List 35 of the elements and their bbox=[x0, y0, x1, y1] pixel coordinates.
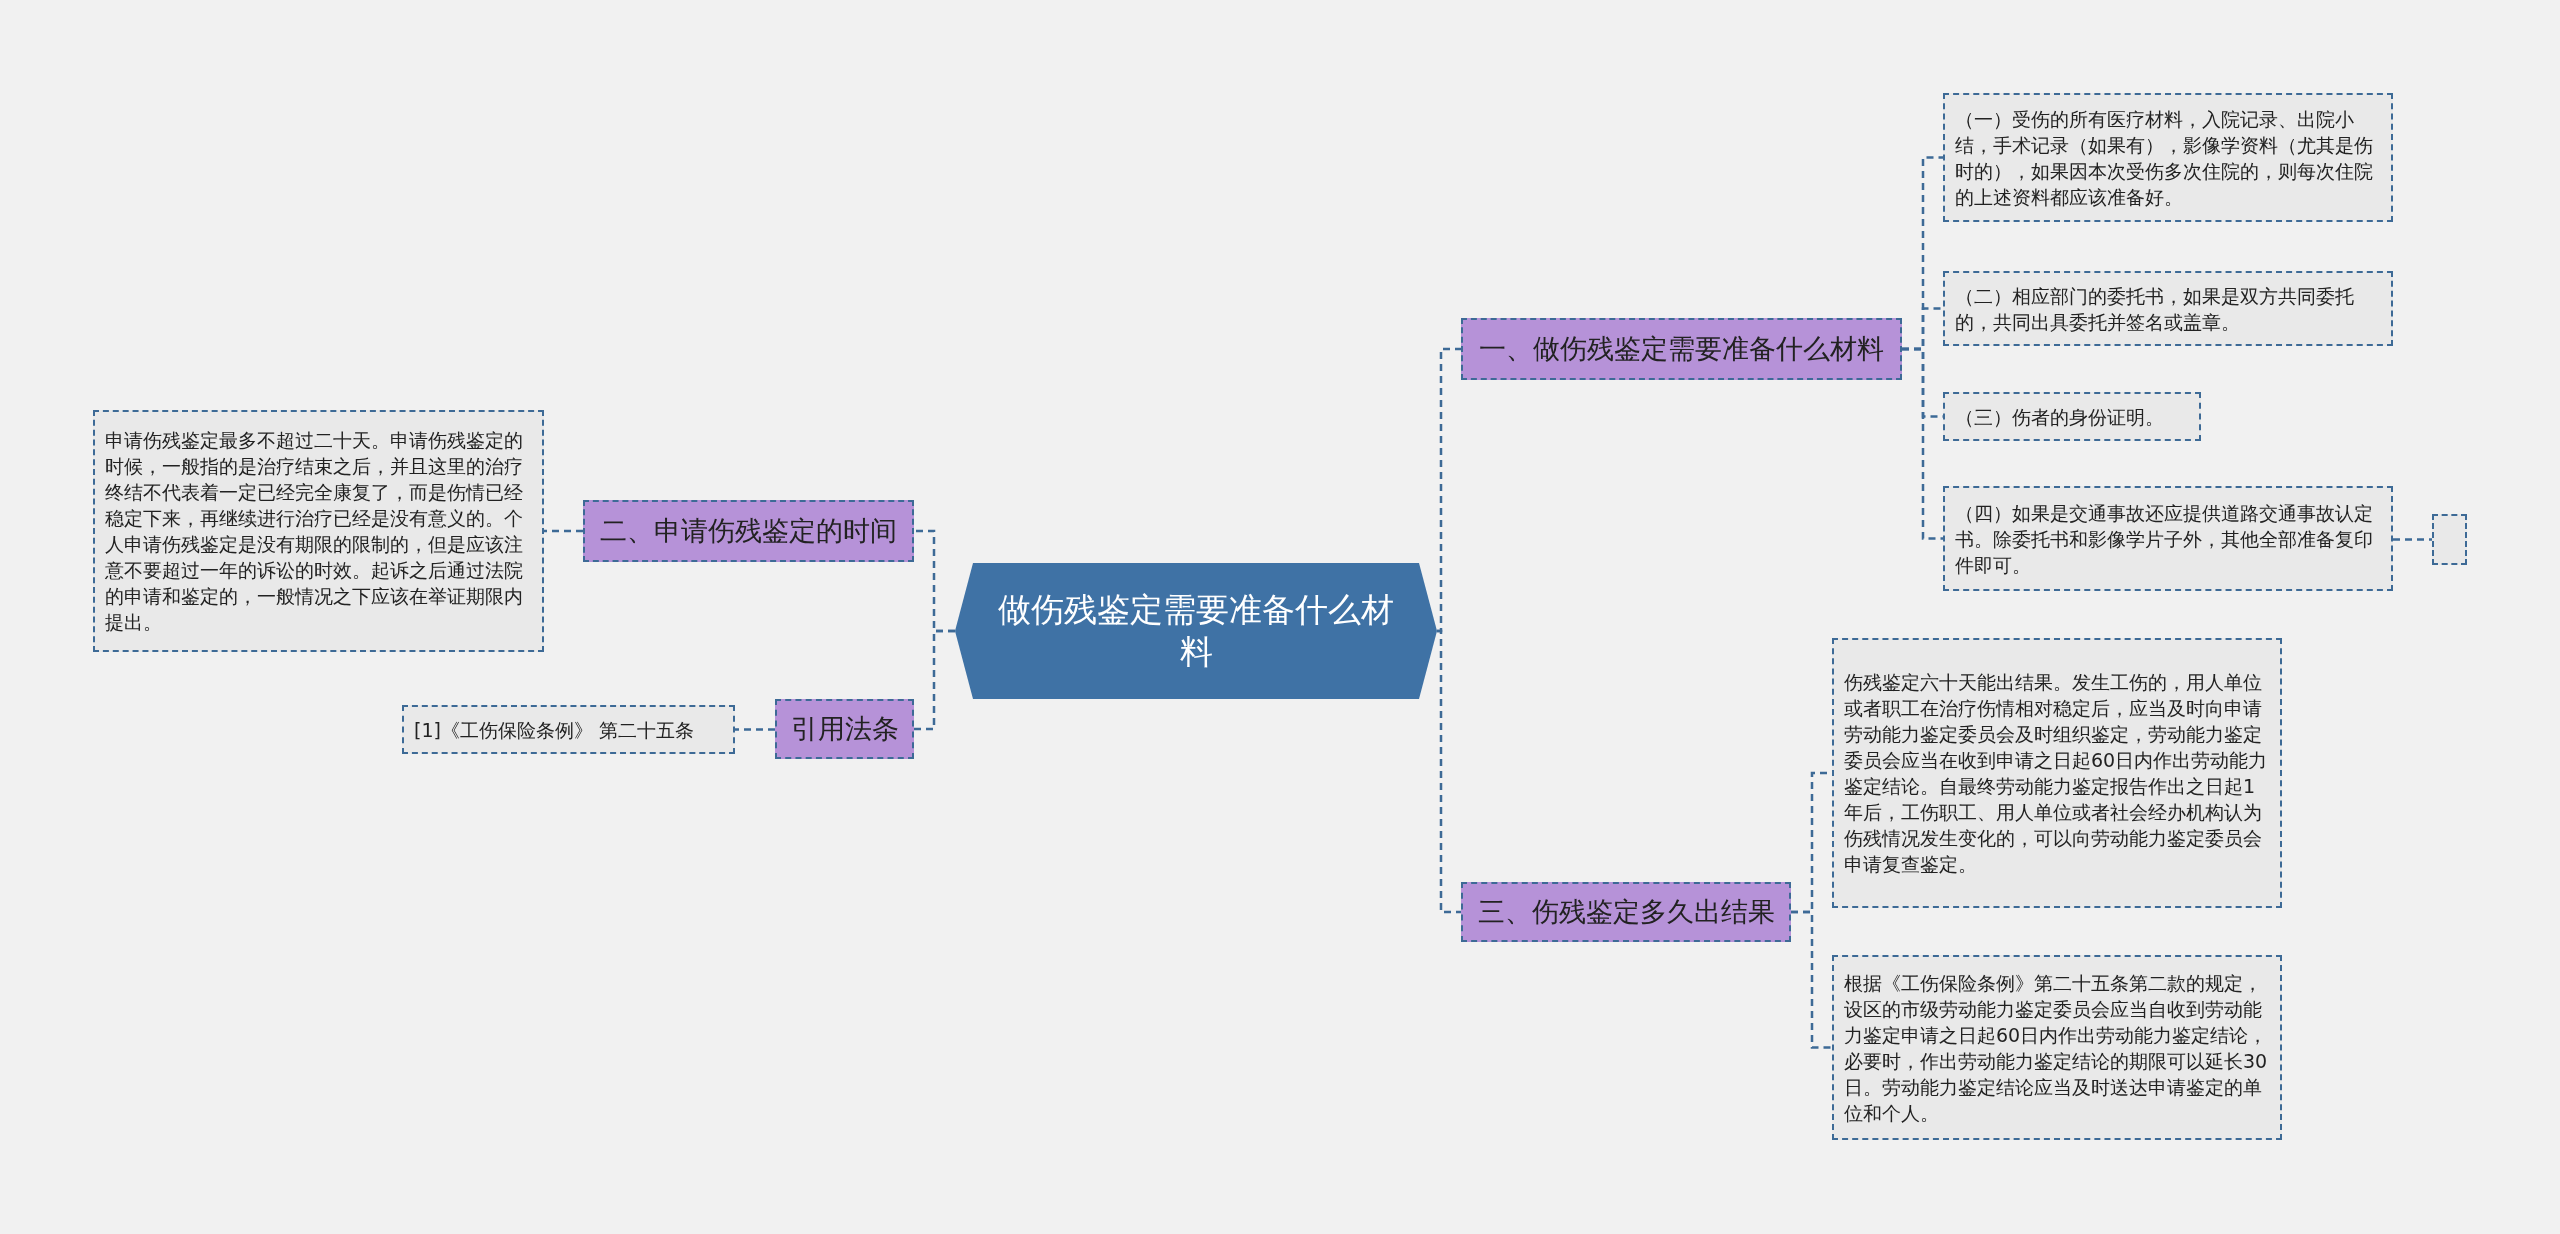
topic-label: 一、做伤残鉴定需要准备什么材料 bbox=[1479, 332, 1884, 366]
connector-line bbox=[1902, 347, 1943, 540]
note-text: 根据《工伤保险条例》第二十五条第二款的规定，设区的市级劳动能力鉴定委员会应当自收到劳动能力鉴定申请之日起60日内作出劳动能力鉴定结论，必要时，作出劳动能力鉴定结论的期限可以延长30日。劳动能力鉴定结论应当及时送达申请鉴定的单位和个人。 bbox=[1844, 970, 2269, 1126]
topic-title: 做伤残鉴定需要准备什么材料 bbox=[997, 589, 1395, 673]
topic-box bbox=[775, 699, 914, 759]
note-box bbox=[1943, 271, 2393, 346]
connector-line bbox=[735, 728, 775, 731]
topic-label: 引用法条 bbox=[790, 712, 899, 746]
connector-line bbox=[544, 529, 583, 533]
note-text: 申请伤残鉴定最多不超过二十天。申请伤残鉴定的时候，一般指的是治疗结束之后，并且这里的治疗终结不代表着一定已经完全康复了，而是伤情已经稳定下来，再继续进行治疗已经是没有意义的。个人申请伤残鉴定是没有期限的限制的，但是应该注意不要超过一年的诉讼的时效。起诉之后通过法院的申请和鉴定的，一般情况之下应该在举证期限内提出。 bbox=[105, 428, 524, 635]
note-text: （四）如果是交通事故还应提供道路交通事故认定书。除委托书和影像学片子外，其他全部准备复印件即可。 bbox=[1955, 500, 2374, 578]
note-text: （一）受伤的所有医疗材料，入院记录、出院小结，手术记录（如果有），影像学资料（尤其是伤时的），如果因本次受伤多次住院的，则每次住院的上述资料都应该准备好。 bbox=[1955, 106, 2374, 210]
connector-line bbox=[1791, 910, 1832, 1049]
topic-box bbox=[1461, 318, 1902, 380]
note-box bbox=[1832, 638, 2282, 908]
note-box bbox=[1943, 486, 2393, 591]
note-box bbox=[1943, 93, 2393, 222]
empty-box bbox=[2432, 514, 2467, 565]
note-box bbox=[1832, 955, 2282, 1140]
connector-line bbox=[1437, 347, 1461, 633]
central-topic bbox=[955, 563, 1437, 699]
topic-box bbox=[583, 500, 914, 562]
note-text: [1]《工伤保险条例》 第二十五条 bbox=[414, 717, 694, 743]
note-text: 伤残鉴定六十天能出结果。发生工伤的，用人单位或者职工在治疗伤情相对稳定后，应当及时向申请劳动能力鉴定委员会及时组织鉴定，劳动能力鉴定委员会应当在收到申请之日起60日内作出劳动能力鉴定结论。自最终劳动能力鉴定报告作出之日起1年后，工伤职工、用人单位或者社会经办机构认为伤残情况发生变化的，可以向劳动能力鉴定委员会申请复查鉴定。 bbox=[1844, 670, 2269, 877]
connector-line bbox=[914, 629, 955, 731]
note-text: （三）伤者的身份证明。 bbox=[1955, 404, 2164, 430]
note-text: （二）相应部门的委托书，如果是双方共同委托的，共同出具委托并签名或盖章。 bbox=[1955, 283, 2355, 335]
note-box bbox=[402, 705, 735, 754]
topic-label: 二、申请伤残鉴定的时间 bbox=[600, 514, 897, 548]
topic-box bbox=[1461, 882, 1791, 942]
note-box bbox=[93, 410, 544, 652]
connector-line bbox=[1437, 629, 1461, 914]
topic-label: 三、伤残鉴定多久出结果 bbox=[1477, 895, 1775, 929]
note-box bbox=[1943, 392, 2201, 441]
connector-line bbox=[2393, 538, 2432, 541]
